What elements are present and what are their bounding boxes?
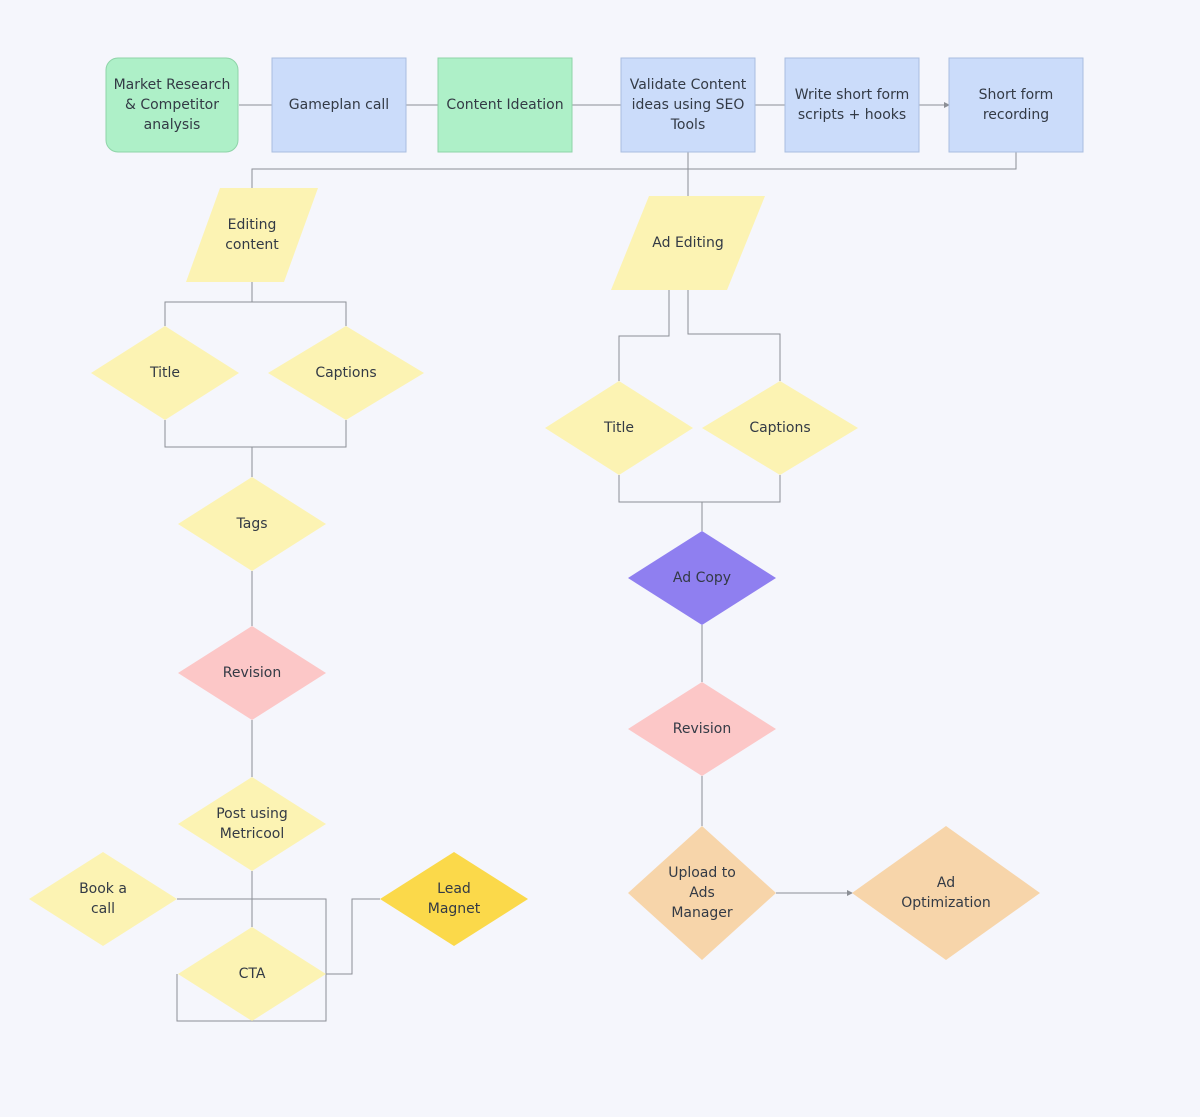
node-short-form-recording[interactable]: Short form recording bbox=[948, 57, 1084, 153]
connector-adediting-title bbox=[618, 290, 670, 381]
node-validate-content[interactable]: Validate Content ideas using SEO Tools bbox=[620, 57, 756, 153]
node-revision-right[interactable]: Revision bbox=[628, 682, 776, 776]
upload-ads-label: Upload to bbox=[668, 865, 736, 881]
node-title-right[interactable]: Title bbox=[545, 381, 693, 475]
node-gameplan-call[interactable]: Gameplan call bbox=[271, 57, 407, 153]
validate-content-label: Validate Content bbox=[630, 77, 747, 93]
gameplan-call-shape bbox=[271, 57, 407, 153]
write-scripts-label: Write short form bbox=[795, 87, 909, 103]
captions-right-shape bbox=[702, 381, 858, 475]
ad-optimization-label: Optimization bbox=[901, 895, 991, 911]
short-form-recording-label: Short form bbox=[979, 87, 1054, 103]
node-captions-left[interactable]: Captions bbox=[268, 326, 424, 420]
node-cta[interactable]: CTA bbox=[178, 927, 326, 1021]
node-tags[interactable]: Tags bbox=[178, 477, 326, 571]
title-right-label: Title bbox=[603, 420, 634, 436]
content-ideation-label: Content Ideation bbox=[446, 97, 563, 113]
revision-right-shape bbox=[628, 682, 776, 776]
connector-editing-split bbox=[164, 282, 253, 326]
lead-magnet-shape bbox=[380, 852, 528, 946]
market-research-label: analysis bbox=[144, 117, 201, 133]
lead-magnet-label: Magnet bbox=[428, 901, 481, 917]
tags-label: Tags bbox=[236, 516, 268, 532]
title-left-shape bbox=[91, 326, 239, 420]
post-metricool-shape bbox=[178, 777, 326, 871]
content-ideation-shape bbox=[437, 57, 573, 153]
validate-content-label: Tools bbox=[670, 117, 706, 133]
book-call-label: Book a bbox=[79, 881, 127, 897]
ad-editing-label: Ad Editing bbox=[652, 235, 723, 251]
editing-content-shape bbox=[186, 188, 318, 282]
captions-right-label: Captions bbox=[749, 420, 810, 436]
book-call-shape bbox=[29, 852, 177, 946]
upload-ads-label: Ads bbox=[689, 885, 715, 901]
short-form-recording-label: recording bbox=[983, 107, 1049, 123]
editing-content-label: content bbox=[225, 237, 279, 253]
node-ad-editing[interactable]: Ad Editing bbox=[611, 196, 765, 290]
title-left-label: Title bbox=[149, 365, 180, 381]
ad-optimization-shape bbox=[852, 826, 1040, 960]
market-research-label: Market Research bbox=[114, 77, 231, 93]
ad-optimization-label: Ad bbox=[937, 875, 955, 891]
revision-right-label: Revision bbox=[673, 721, 732, 737]
validate-content-shape bbox=[620, 57, 756, 153]
market-research-shape bbox=[105, 57, 239, 153]
revision-left-label: Revision bbox=[223, 665, 282, 681]
captions-left-shape bbox=[268, 326, 424, 420]
post-metricool-label: Metricool bbox=[220, 826, 285, 842]
book-call-label: call bbox=[91, 901, 115, 917]
connectors bbox=[164, 102, 1017, 1022]
upload-ads-label: Manager bbox=[671, 905, 733, 921]
node-editing-content[interactable]: Editing content bbox=[186, 188, 318, 282]
write-scripts-label: scripts + hooks bbox=[798, 107, 906, 123]
revision-left-shape bbox=[178, 626, 326, 720]
node-book-call[interactable]: Book a call bbox=[29, 852, 177, 946]
node-write-scripts[interactable]: Write short form scripts + hooks bbox=[784, 57, 920, 153]
captions-left-label: Captions bbox=[315, 365, 376, 381]
connector-cta-leadmagnet bbox=[326, 898, 380, 975]
node-content-ideation[interactable]: Content Ideation bbox=[437, 57, 573, 153]
node-title-left[interactable]: Title bbox=[91, 326, 239, 420]
connector-bookcall-cta bbox=[176, 898, 327, 1022]
market-research-label: & Competitor bbox=[125, 97, 219, 113]
tags-shape bbox=[178, 477, 326, 571]
editing-content-label: Editing bbox=[228, 217, 277, 233]
short-form-recording-shape bbox=[948, 57, 1084, 153]
node-captions-right[interactable]: Captions bbox=[702, 381, 858, 475]
cta-shape bbox=[178, 927, 326, 1021]
ad-copy-label: Ad Copy bbox=[673, 570, 731, 586]
ad-copy-shape bbox=[628, 531, 776, 625]
connector-adediting-captions bbox=[687, 290, 781, 381]
validate-content-label: ideas using SEO bbox=[632, 97, 745, 113]
node-ad-copy[interactable]: Ad Copy bbox=[628, 531, 776, 625]
cta-label: CTA bbox=[239, 966, 266, 982]
upload-ads-shape bbox=[628, 826, 776, 960]
write-scripts-shape bbox=[784, 57, 920, 153]
gameplan-call-label: Gameplan call bbox=[289, 97, 389, 113]
post-metricool-label: Post using bbox=[216, 806, 288, 822]
nodes: Market Research & Competitor analysis Gamep… bbox=[29, 57, 1084, 1021]
lead-magnet-label: Lead bbox=[437, 881, 471, 897]
node-revision-left[interactable]: Revision bbox=[178, 626, 326, 720]
connector-title-merge bbox=[164, 420, 347, 448]
node-market-research[interactable]: Market Research & Competitor analysis bbox=[105, 57, 239, 153]
ad-editing-shape bbox=[611, 196, 765, 290]
connector-editing-captions bbox=[252, 301, 347, 326]
connector-recording-bus bbox=[251, 152, 1017, 188]
connector-right-merge bbox=[618, 475, 781, 503]
title-right-shape bbox=[545, 381, 693, 475]
